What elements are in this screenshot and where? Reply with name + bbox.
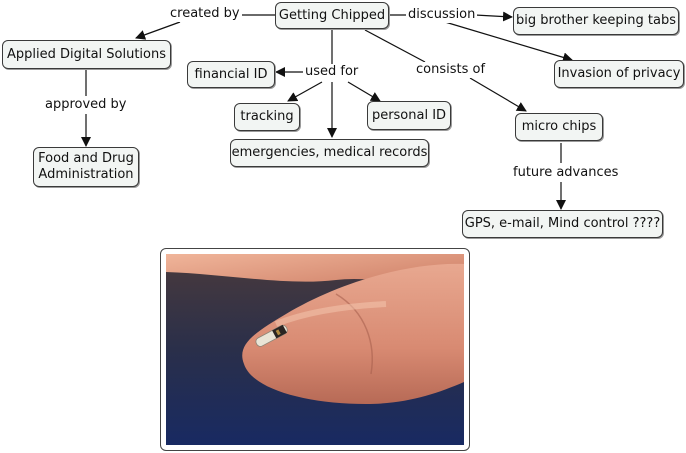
- link-label-consists-of: consists of: [414, 62, 488, 78]
- concept-applied-digital-solutions[interactable]: Applied Digital Solutions: [2, 40, 171, 69]
- finger-with-microchip-photo: [166, 254, 464, 445]
- link-arrow: [135, 21, 181, 40]
- microchip-icon: [255, 324, 288, 347]
- link-arrow: [287, 81, 323, 102]
- link-arrow: [469, 77, 527, 112]
- link-arrow: [347, 81, 381, 102]
- concept-personal-id[interactable]: personal ID: [367, 101, 451, 130]
- finger-crease: [335, 293, 373, 375]
- link-line: [364, 29, 426, 63]
- concept-big-brother[interactable]: big brother keeping tabs: [513, 7, 679, 35]
- concept-invasion-of-privacy[interactable]: Invasion of privacy: [554, 60, 684, 88]
- concept-micro-chips[interactable]: micro chips: [515, 113, 603, 141]
- link-arrow: [474, 11, 513, 22]
- concept-getting-chipped[interactable]: Getting Chipped: [275, 2, 389, 29]
- microchip-photo-frame[interactable]: [160, 248, 470, 451]
- link-label-created-by: created by: [168, 6, 242, 22]
- concept-financial-id[interactable]: financial ID: [187, 61, 275, 88]
- concept-tracking[interactable]: tracking: [234, 103, 300, 131]
- concept-fda-label: Food and Drug Administration: [38, 151, 134, 182]
- link-arrow: [444, 21, 573, 63]
- link-label-used-for: used for: [303, 64, 361, 80]
- thumb-shape: [166, 254, 464, 294]
- link-label-discussion: discussion: [406, 7, 478, 23]
- concept-food-and-drug-administration[interactable]: Food and Drug Administration: [33, 147, 139, 187]
- concept-emergencies-medical-records[interactable]: emergencies, medical records: [230, 139, 429, 167]
- finger-shape: [242, 263, 464, 404]
- finger-highlight: [274, 301, 387, 327]
- link-label-future-advances: future advances: [511, 165, 621, 181]
- concept-future-technologies[interactable]: GPS, e-mail, Mind control ????: [462, 210, 663, 238]
- link-label-approved-by: approved by: [43, 97, 129, 113]
